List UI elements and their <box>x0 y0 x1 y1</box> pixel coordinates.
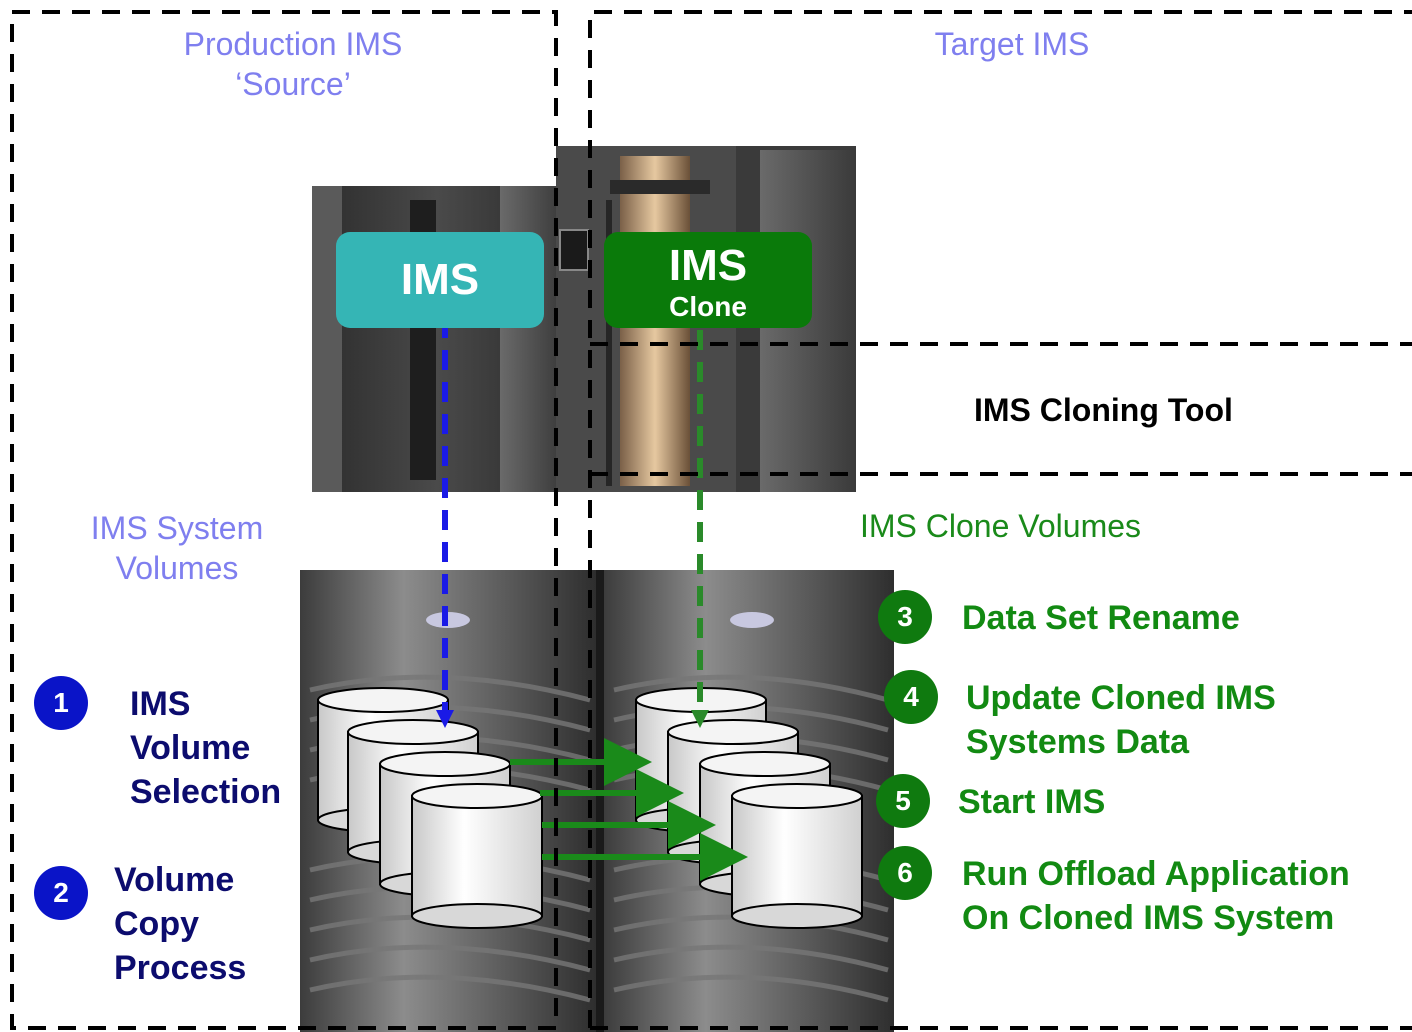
production-region-border <box>10 10 558 1030</box>
step-1-line-1: IMS <box>130 685 191 723</box>
step-3-text: Data Set Rename <box>962 596 1240 640</box>
ims-cloning-tool-label: IMS Cloning Tool <box>974 392 1233 428</box>
step-5-badge: 5 <box>876 774 930 828</box>
ims-clone-box: IMS Clone <box>604 232 812 328</box>
step-3-badge: 3 <box>878 590 932 644</box>
step-6-line-1: Run Offload Application <box>962 855 1350 893</box>
step-4-line-1: Update Cloned IMS <box>966 679 1276 717</box>
step-1-text: IMS Volume Selection <box>130 682 281 814</box>
step-1-line-2: Volume <box>130 729 251 767</box>
production-ims-title-line-2: ‘Source’ <box>235 66 351 102</box>
ims-clone-volumes-label: IMS Clone Volumes <box>860 508 1142 544</box>
clone-flow-arrow <box>691 330 709 728</box>
step-6-line-2: On Cloned IMS System <box>962 899 1335 937</box>
source-flow-arrow <box>436 318 454 728</box>
step-2-badge: 2 <box>34 866 88 920</box>
copy-arrows <box>510 738 748 881</box>
step-6-text: Run Offload Application On Cloned IMS Sy… <box>962 852 1350 940</box>
ims-system-volumes-label: IMS System Volumes <box>62 508 292 588</box>
source-disk-4 <box>411 783 543 929</box>
step-4-badge: 4 <box>884 670 938 724</box>
production-ims-title: Production IMS ‘Source’ <box>150 24 436 104</box>
step-2-line-2: Copy <box>114 905 199 943</box>
step-6-badge: 6 <box>878 846 932 900</box>
step-2-text: Volume Copy Process <box>114 858 246 990</box>
ims-clone-box-subtitle: Clone <box>669 291 747 322</box>
step-1-line-3: Selection <box>130 773 282 811</box>
step-5-text: Start IMS <box>958 780 1105 824</box>
step-3-line-1: Data Set Rename <box>962 599 1240 637</box>
source-ims-box: IMS <box>336 232 544 328</box>
ims-clone-box-title: IMS <box>668 241 748 290</box>
source-disk-stack <box>317 687 543 929</box>
production-ims-title-line-1: Production IMS <box>183 26 403 62</box>
target-ims-title: Target IMS <box>934 26 1090 62</box>
step-1-badge: 1 <box>34 676 88 730</box>
system-volumes-line-2: Volumes <box>115 550 239 586</box>
step-4-line-2: Systems Data <box>966 723 1190 761</box>
target-region-border <box>588 10 1412 1028</box>
system-volumes-line-1: IMS System <box>90 510 264 546</box>
step-4-text: Update Cloned IMS Systems Data <box>966 676 1276 764</box>
step-2-line-3: Process <box>114 949 247 987</box>
step-5-line-1: Start IMS <box>958 783 1106 821</box>
region-borders <box>10 10 1412 1030</box>
step-2-line-1: Volume <box>114 861 235 899</box>
clone-disk-4 <box>731 783 863 929</box>
